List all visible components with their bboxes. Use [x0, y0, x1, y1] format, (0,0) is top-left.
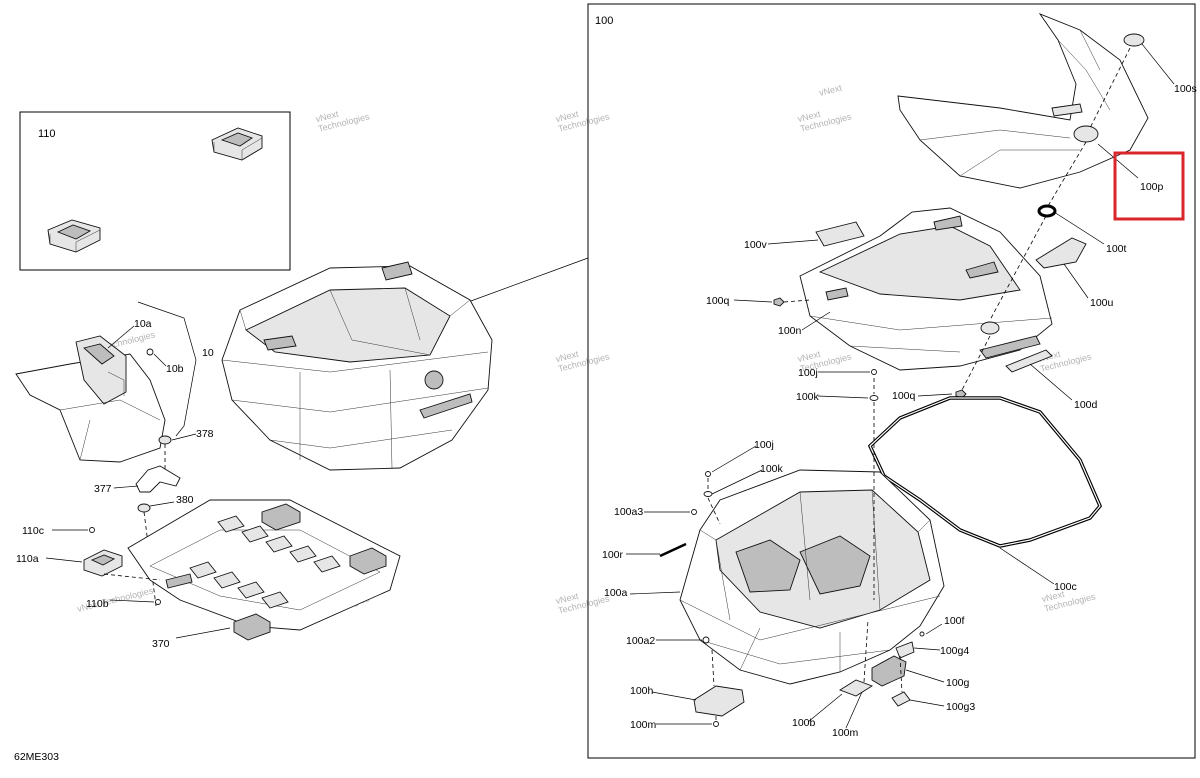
bracket-10-outline — [137, 301, 197, 437]
screw-100j-upper — [871, 369, 877, 375]
screw-380 — [137, 503, 151, 513]
handle-110a — [83, 549, 123, 577]
callout-100v: 100v — [744, 239, 768, 251]
pad-100u — [1035, 237, 1087, 269]
handle-part-top — [211, 127, 263, 161]
callout-100u: 100u — [1090, 297, 1114, 309]
plug-100a2 — [702, 636, 710, 644]
nut-100q-upper — [773, 297, 785, 307]
callout-100m-bottom: 100m — [832, 727, 859, 739]
callout-100a: 100a — [604, 587, 628, 599]
callout-100s: 100s — [1174, 83, 1197, 95]
callout-100n: 100n — [778, 325, 802, 337]
rod-100r — [659, 542, 687, 558]
lid-100n — [799, 207, 1053, 371]
callout-370: 370 — [152, 638, 170, 650]
axis-line — [143, 511, 157, 607]
callout-100p: 100p — [1140, 181, 1164, 193]
axis-line — [103, 573, 161, 581]
base-plate-370 — [127, 499, 401, 641]
washer-100k-upper — [869, 395, 879, 401]
callout-100a2: 100a2 — [626, 635, 655, 647]
emblem-100s — [1123, 33, 1145, 47]
tub-100a — [679, 469, 945, 685]
callout-100k-lower: 100k — [760, 463, 784, 475]
lid-cover-100p — [897, 13, 1149, 189]
screw-100j-lower — [705, 471, 711, 477]
callout-10a: 10a — [134, 318, 152, 330]
screw-110b — [155, 599, 161, 605]
callout-labels: 10 10a 10b 378 377 380 110c 110a 110b 37… — [16, 83, 1197, 739]
callout-377: 377 — [94, 483, 112, 495]
assembly-110-box — [19, 111, 291, 271]
callout-100j-upper: 100j — [798, 367, 818, 379]
callout-100c: 100c — [1054, 581, 1077, 593]
callout-110a: 110a — [16, 553, 39, 565]
latch-100h — [693, 685, 745, 717]
callout-10b: 10b — [166, 363, 184, 375]
callout-100q-lower: 100q — [892, 390, 916, 402]
callout-100k-upper: 100k — [796, 391, 820, 403]
screw-10b — [146, 348, 154, 356]
screw-100f — [919, 631, 925, 637]
callout-100j-lower: 100j — [754, 439, 774, 451]
handle-part-bottom — [47, 219, 101, 253]
callout-100d: 100d — [1074, 399, 1098, 411]
highlight-box-100p[interactable] — [1113, 151, 1185, 221]
callout-380: 380 — [176, 494, 194, 506]
screw-100a3 — [691, 509, 697, 515]
callout-100g4: 100g4 — [940, 645, 969, 657]
watermark: vNext — [818, 83, 843, 98]
hinge-strip-100d — [1005, 349, 1053, 373]
assembly-connector-line — [459, 257, 589, 306]
washer-100k-lower — [703, 491, 713, 497]
callout-100q-upper: 100q — [706, 295, 730, 307]
callout-100g: 100g — [946, 677, 970, 689]
callout-10: 10 — [202, 347, 214, 359]
diagram-code: 62ME303 — [14, 751, 59, 763]
callout-100r: 100r — [602, 549, 624, 561]
callout-100f: 100f — [944, 615, 965, 627]
callout-100a3: 100a3 — [614, 506, 643, 518]
mount-plate-10 — [15, 335, 166, 463]
nut-100q-lower — [955, 389, 967, 399]
assembly-axes — [707, 47, 1131, 720]
callout-100b: 100b — [792, 717, 816, 729]
assembly-100-box — [587, 3, 1196, 759]
leader-lines — [45, 43, 1175, 729]
pad-100b — [838, 679, 874, 697]
lock-100g — [871, 655, 907, 687]
callout-110b: 110b — [86, 598, 109, 610]
assembly-100-label: 100 — [595, 15, 613, 27]
assembly-110-label: 110 — [38, 128, 56, 140]
callout-100t: 100t — [1106, 243, 1127, 255]
callout-100m-left: 100m — [630, 719, 657, 731]
callout-100h: 100h — [630, 685, 654, 697]
pad-100v — [815, 221, 865, 247]
callout-378: 378 — [196, 428, 214, 440]
screw-100m-left — [713, 721, 719, 727]
lock-cylinder-100g3 — [891, 691, 911, 707]
lock-bracket-100g4 — [895, 641, 915, 659]
ring-100t — [1037, 204, 1057, 218]
assembled-storage-box — [221, 261, 493, 471]
washer-378 — [158, 435, 172, 445]
callout-110c: 110c — [22, 525, 44, 537]
callout-100g3: 100g3 — [946, 701, 975, 713]
clip-377 — [135, 465, 181, 493]
screw-110c — [89, 527, 95, 533]
